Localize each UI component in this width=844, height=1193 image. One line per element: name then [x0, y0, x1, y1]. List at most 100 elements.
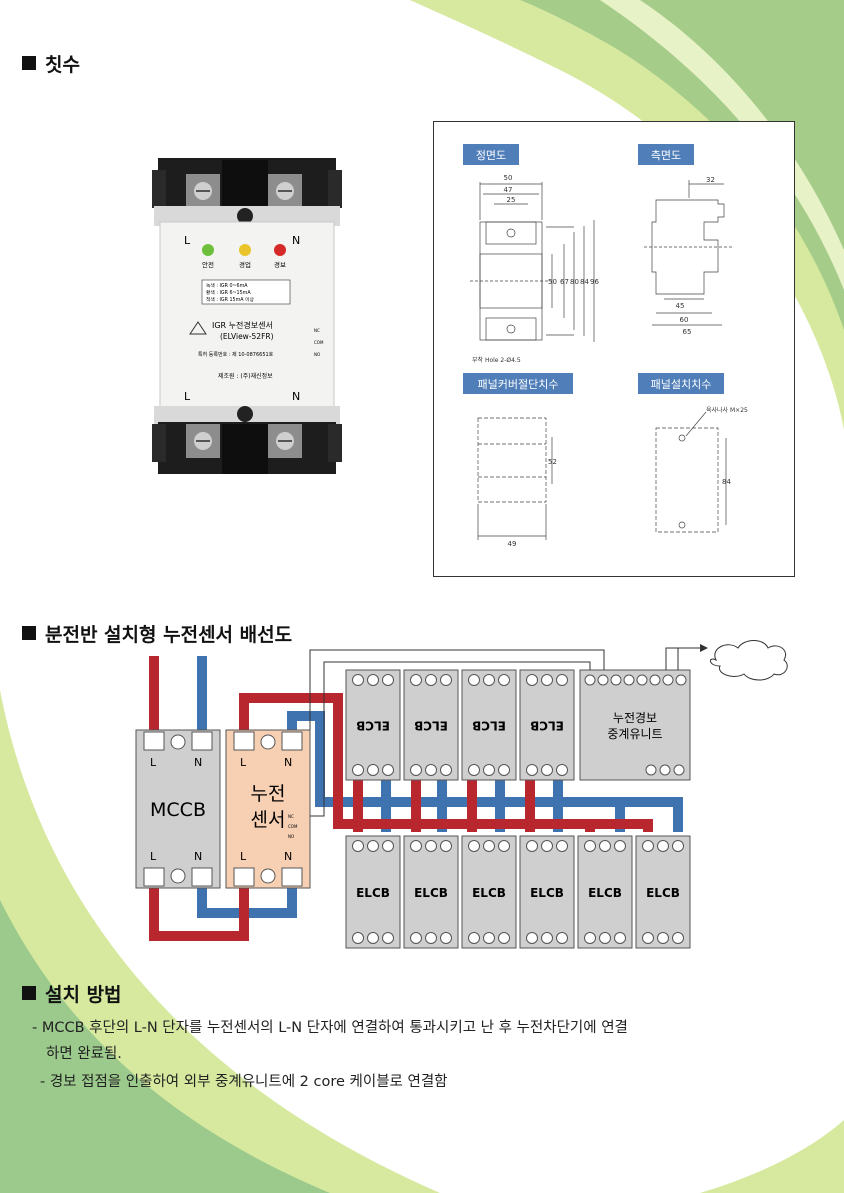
led-green: [202, 244, 214, 256]
dimension-value: 80: [570, 278, 579, 286]
dimension-value: 67: [560, 278, 569, 286]
mccb-breaker: L N MCCB L N: [135, 729, 221, 889]
dimension-drawing: 정면도 측면도 패널커버절단치수 패널설치치수: [463, 144, 748, 548]
relay-label: 누전경보: [613, 711, 657, 725]
mount-note: 육사나사 M×25: [706, 406, 748, 414]
install-step-1: - MCCB 후단의 L-N 단자를 누전센서의 L-N 단자에 연결하여 통과…: [32, 1020, 628, 1036]
cut-dimension-label: 패널커버절단치수: [478, 378, 559, 391]
contact-label: NO: [314, 352, 320, 357]
screw-icon: [237, 208, 253, 224]
terminal-label-N: N: [284, 850, 292, 863]
screw-icon: [237, 406, 253, 422]
dimension-value: 45: [676, 302, 685, 310]
elcb-label: ELCB: [588, 886, 622, 900]
dimension-value: 50: [504, 174, 513, 182]
install-step-1-cont: 하면 완료됨.: [46, 1046, 122, 1062]
cloud-icon: [710, 640, 788, 681]
dimension-value: 84: [580, 278, 589, 286]
front-view-label: 정면도: [476, 149, 506, 162]
elcb-bottom-1: ELCB: [345, 835, 401, 949]
elcb-bottom-4: ELCB: [519, 835, 575, 949]
elcb-top-1: ELCB: [345, 669, 401, 781]
section-heading-install: 설치 방법: [22, 980, 122, 1007]
leakage-sensor: L N 누전 센서 L N NC COM NO: [225, 729, 311, 889]
side-view-badge: [638, 144, 694, 165]
product-patent: 특허 등록번호 : 제 10-0876651호: [198, 351, 274, 358]
mount-dimension-label: 패널설치치수: [651, 378, 712, 391]
product-model: (ELView-52FR): [220, 332, 274, 341]
elcb-top-3: ELCB: [461, 669, 517, 781]
product-maker: 제조원 : (주)재신정보: [218, 372, 273, 380]
contact-label: NC: [288, 814, 294, 819]
square-bullet-icon: [22, 56, 36, 70]
elcb-label: ELCB: [472, 886, 506, 900]
mount-hole-icon: [678, 521, 686, 529]
mount-hole-icon: [678, 434, 686, 442]
spec-line: 황색 : IGR 6~15mA: [206, 289, 251, 296]
terminal-label-L: L: [240, 850, 247, 863]
dimension-value: 65: [683, 328, 692, 336]
sensor-label: 누전: [251, 783, 286, 805]
side-view-outline: [651, 199, 725, 295]
square-bullet-icon: [22, 626, 36, 640]
dimension-value: 96: [590, 278, 599, 286]
led-red: [274, 244, 286, 256]
elcb-label: ELCB: [530, 886, 564, 900]
elcb-label: ELCB: [530, 719, 564, 733]
terminal-label-L: L: [150, 756, 157, 769]
terminal-label-N: N: [284, 756, 292, 769]
led-label: 경보: [274, 260, 286, 269]
elcb-label: ELCB: [356, 719, 390, 733]
elcb-bottom-6: ELCB: [635, 835, 691, 949]
section-heading-wiring: 분전반 설치형 누전센서 배선도: [22, 620, 292, 647]
section-heading-text: 설치 방법: [45, 984, 122, 1006]
section-heading-dimensions: 칫수: [22, 50, 80, 77]
dimension-drawing-box: 정면도 측면도 패널커버절단치수 패널설치치수: [433, 121, 795, 577]
elcb-label: ELCB: [414, 886, 448, 900]
cut-dimension-badge: [463, 373, 573, 394]
spec-line: 적색 : IGR 15mA 이상: [206, 296, 254, 303]
contact-label: NC: [314, 328, 320, 333]
terminal-label-L: L: [240, 756, 247, 769]
spec-line: 녹색 : IGR 0~6mA: [206, 282, 248, 289]
warning-logo-icon: [189, 321, 207, 335]
product-photo: L N 안전 경업 경보 녹색 : IGR 0~6mA 황색 : IGR 6~1…: [152, 158, 342, 474]
swoosh-bottom-right: [700, 1120, 844, 1193]
section-heading-text: 칫수: [45, 54, 80, 76]
elcb-label: ELCB: [646, 886, 680, 900]
led-label: 안전: [202, 260, 214, 269]
relay-unit: 누전경보 중계유니트: [579, 669, 691, 781]
terminal-label-N: N: [194, 756, 202, 769]
contact-label: COM: [288, 824, 298, 829]
elcb-label: ELCB: [414, 719, 448, 733]
dimension-value: 84: [722, 478, 731, 486]
hole-note: 부착 Hole 2-Ø4.5: [472, 356, 521, 364]
contact-label: COM: [314, 340, 324, 345]
elcb-top-4: ELCB: [519, 669, 575, 781]
dimension-value: 49: [508, 540, 517, 548]
cut-outline: [477, 417, 547, 503]
photo-label-L: L: [184, 234, 191, 247]
dimension-value: 25: [507, 196, 516, 204]
elcb-label: ELCB: [356, 886, 390, 900]
photo-label-N: N: [292, 390, 300, 403]
relay-label: 중계유니트: [607, 727, 662, 741]
elcb-bottom-3: ELCB: [461, 835, 517, 949]
dimension-value: 60: [680, 316, 689, 324]
dimension-value: 52: [548, 458, 557, 466]
photo-label-N: N: [292, 234, 300, 247]
product-name: IGR 누전경보센서: [212, 320, 273, 330]
front-view-badge: [463, 144, 519, 165]
elcb-top-2: ELCB: [403, 669, 459, 781]
side-view-label: 측면도: [651, 149, 681, 162]
sensor-label: 센서: [251, 809, 286, 831]
swoosh-top-dark: [520, 0, 844, 330]
swoosh-bottom-dark: [0, 900, 330, 1193]
led-label: 경업: [239, 260, 251, 269]
dimension-value: 32: [706, 176, 715, 184]
dimension-value: 50: [548, 278, 557, 286]
mount-dimension-badge: [638, 373, 724, 394]
install-step-2: - 경보 접점을 인출하여 외부 중계유니트에 2 core 케이블로 연결함: [40, 1074, 448, 1090]
terminal-label-N: N: [194, 850, 202, 863]
